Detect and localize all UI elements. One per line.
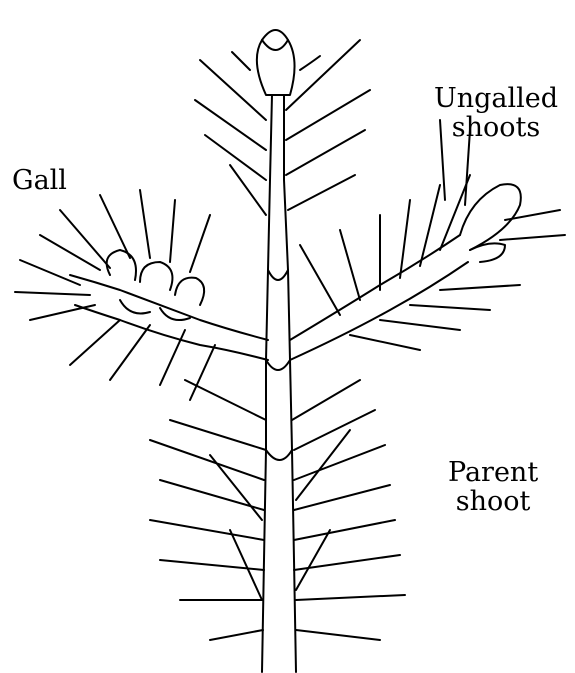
parent-shoot-stem [262, 95, 296, 672]
terminal-bud [232, 30, 320, 95]
label-ungalled-shoots: Ungalled shoots [434, 84, 558, 142]
parent-shoot-needles-right [286, 40, 405, 640]
label-parent-line2: shoot [448, 487, 538, 516]
label-ungalled-line1: Ungalled [434, 84, 558, 113]
label-parent-line1: Parent [448, 458, 538, 487]
parent-shoot-needles-left [150, 60, 266, 640]
label-gall-text: Gall [12, 166, 67, 195]
label-ungalled-line2: shoots [434, 113, 558, 142]
gall-shoot [15, 190, 268, 400]
label-gall: Gall [12, 166, 67, 195]
label-parent-shoot: Parent shoot [448, 458, 538, 516]
ungalled-shoot [290, 120, 565, 360]
